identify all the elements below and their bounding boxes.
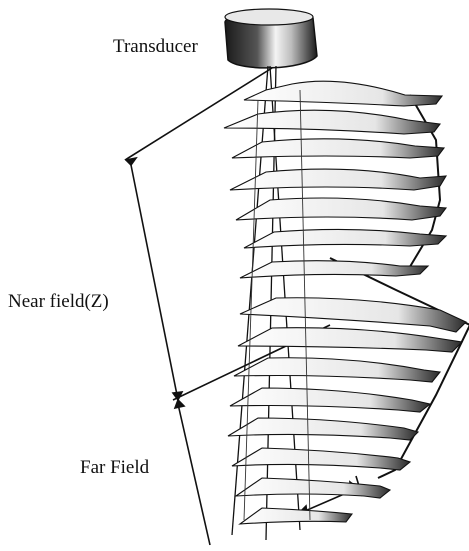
lobe-10 <box>234 358 440 382</box>
transducer <box>225 9 317 68</box>
far-field-label: Far Field <box>80 458 149 477</box>
lobe-14 <box>236 478 390 498</box>
near-field-label: Near field(Z) <box>8 292 109 311</box>
transducer-label: Transducer <box>113 37 198 56</box>
lobe-13 <box>232 448 410 470</box>
lobe-9 <box>238 328 462 352</box>
lobe-5 <box>236 198 446 220</box>
lobe-3 <box>232 139 444 158</box>
lobe-15 <box>240 508 352 524</box>
lobe-2 <box>224 110 440 134</box>
lobe-7 <box>240 261 428 278</box>
lobe-1 <box>244 81 442 106</box>
lobe-12 <box>228 418 418 440</box>
lobe-8 <box>240 298 466 332</box>
lobe-11 <box>230 388 430 412</box>
lobe-profiles <box>224 81 466 524</box>
lobe-6 <box>244 229 446 248</box>
lobe-4 <box>230 169 446 190</box>
